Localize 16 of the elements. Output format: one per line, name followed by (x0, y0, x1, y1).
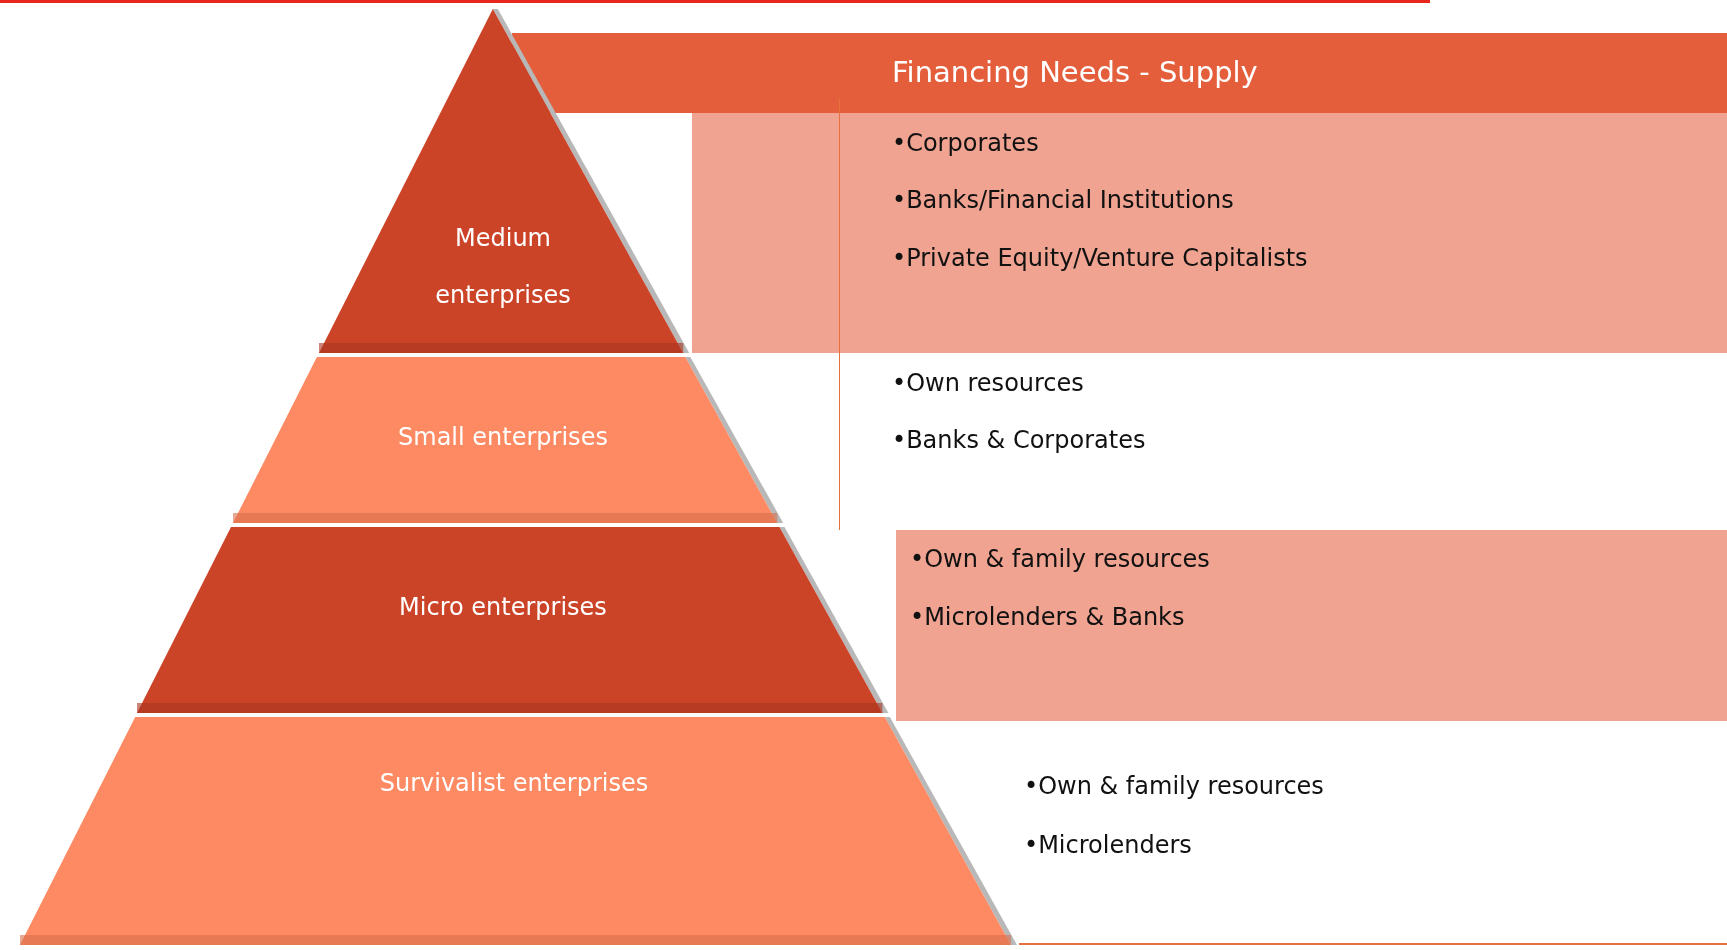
bullet-item: •Own & family resources (910, 544, 1210, 575)
bullet-item: •Banks & Corporates (892, 425, 1146, 456)
bullet-item: •Own resources (892, 368, 1084, 399)
tier-label: Survivalist enterprises (378, 768, 650, 799)
tier-label: Small enterprises (397, 422, 609, 453)
title: Financing Needs - Supply (892, 55, 1258, 89)
bullet-item: •Microlenders (1024, 830, 1192, 861)
bullet-item: •Own & family resources (1024, 771, 1324, 802)
tier-label: Micro enterprises (398, 592, 608, 623)
content-band (692, 113, 1727, 353)
content-band (896, 530, 1727, 721)
bullet-item: •Microlenders & Banks (910, 602, 1185, 633)
bullet-item: •Private Equity/Venture Capitalists (892, 243, 1308, 274)
tier-label: Medium enterprises (434, 223, 572, 311)
bullet-item: •Corporates (892, 128, 1039, 159)
bullet-item: •Banks/Financial Institutions (892, 185, 1234, 216)
